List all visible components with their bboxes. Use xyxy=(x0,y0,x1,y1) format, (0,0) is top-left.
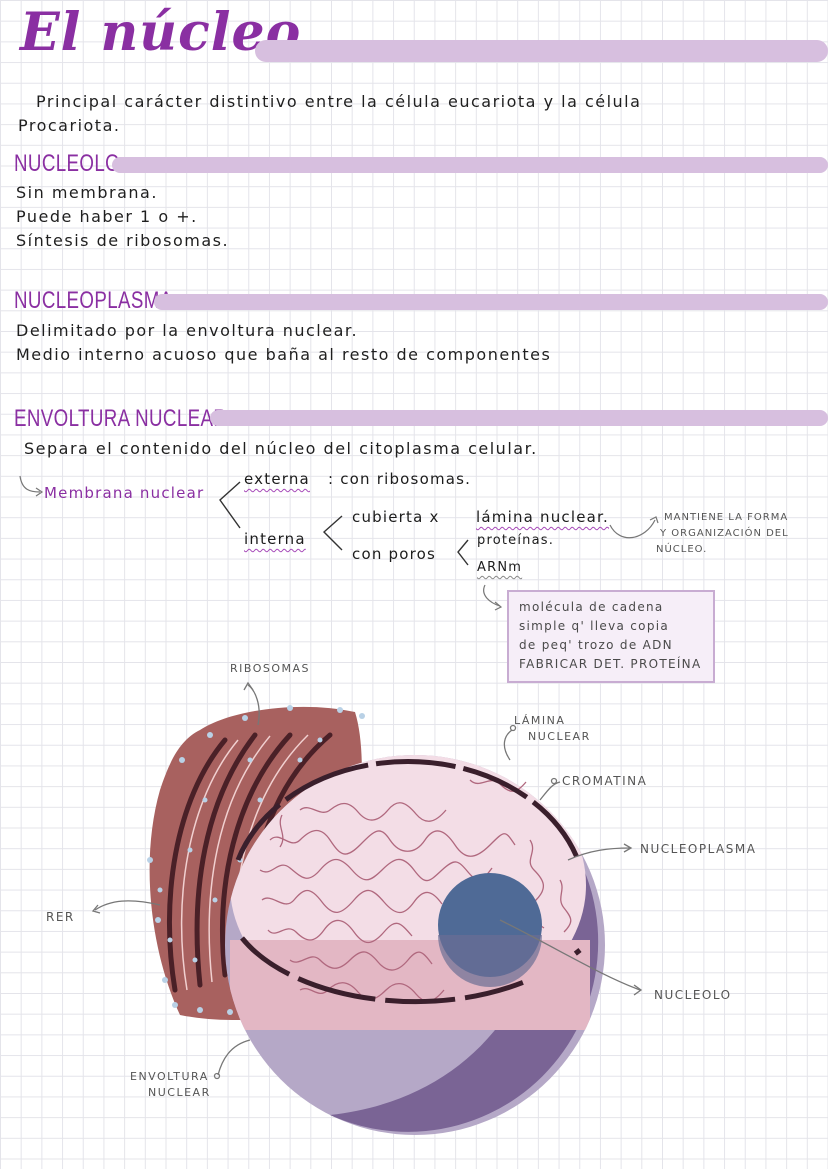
con-poros-label: con poros xyxy=(352,545,437,563)
label-nucleoplasma: NUCLEOPLASMA xyxy=(640,842,757,856)
nucleolo-line-3: Síntesis de ribosomas. xyxy=(16,231,230,250)
intro-line-1: Principal carácter distintivo entre la c… xyxy=(36,92,642,111)
arnm-definition-box: molécula de cadena simple q' lleva copia… xyxy=(507,590,715,683)
envoltura-highlight-bar xyxy=(210,410,828,426)
nucleoplasma-highlight-bar xyxy=(154,294,828,310)
label-rer: RER xyxy=(46,910,75,924)
lamina-nuclear-label: lámina nuclear. xyxy=(476,508,610,526)
box-line-1: molécula de cadena xyxy=(519,600,664,614)
nucleus-sphere xyxy=(225,755,605,1135)
heading-nucleoplasma: NUCLEOPLASMA xyxy=(14,287,173,314)
mantiene-line-1: MANTIENE LA FORMA xyxy=(664,512,789,523)
nucleolo-highlight-bar xyxy=(112,157,828,173)
nucleolo-line-2: Puede haber 1 o +. xyxy=(16,207,198,226)
envoltura-line: Separa el contenido del núcleo del citop… xyxy=(24,439,538,458)
intro-line-2: Procariota. xyxy=(18,116,121,135)
arnm-label: ARNm xyxy=(477,560,523,575)
proteinas-label: proteínas. xyxy=(477,533,555,548)
tree-arrows xyxy=(19,475,659,611)
label-lamina-2: NUCLEAR xyxy=(528,730,591,743)
nucleolo-line-1: Sin membrana. xyxy=(16,183,158,202)
nucleoplasma-line-2: Medio interno acuoso que baña al resto d… xyxy=(16,345,552,364)
heading-nucleolo: NUCLEOLO xyxy=(14,150,121,177)
externa-label: externa xyxy=(244,470,310,488)
box-line-4: FABRICAR DET. PROTEÍNA xyxy=(519,657,702,671)
label-nucleolo: NUCLEOLO xyxy=(654,988,732,1002)
externa-detail: : con ribosomas. xyxy=(328,470,472,488)
cubierta-label: cubierta x xyxy=(352,508,440,526)
nucleoplasma-line-1: Delimitado por la envoltura nuclear. xyxy=(16,321,359,340)
mantiene-line-2: Y ORGANIZACIÓN DEL xyxy=(660,528,789,539)
page-title: El núcleo xyxy=(20,2,302,63)
box-line-3: de peq' trozo de ADN xyxy=(519,638,673,652)
title-highlight-bar xyxy=(255,40,828,62)
tree-brackets xyxy=(219,481,469,566)
heading-envoltura: ENVOLTURA NUCLEAR xyxy=(14,405,228,432)
label-lamina-1: LÁMINA xyxy=(514,714,566,727)
membrana-nuclear-label: Membrana nuclear xyxy=(44,484,205,502)
label-envoltura-1: ENVOLTURA xyxy=(130,1070,209,1083)
interna-label: interna xyxy=(244,530,306,548)
label-envoltura-2: NUCLEAR xyxy=(148,1086,211,1099)
box-line-2: simple q' lleva copia xyxy=(519,619,670,633)
label-cromatina: CROMATINA xyxy=(562,774,648,788)
diagram-pointers xyxy=(91,681,643,1080)
label-ribosomas: RIBOSOMAS xyxy=(230,662,311,675)
mantiene-line-3: NÚCLEO. xyxy=(656,544,708,555)
